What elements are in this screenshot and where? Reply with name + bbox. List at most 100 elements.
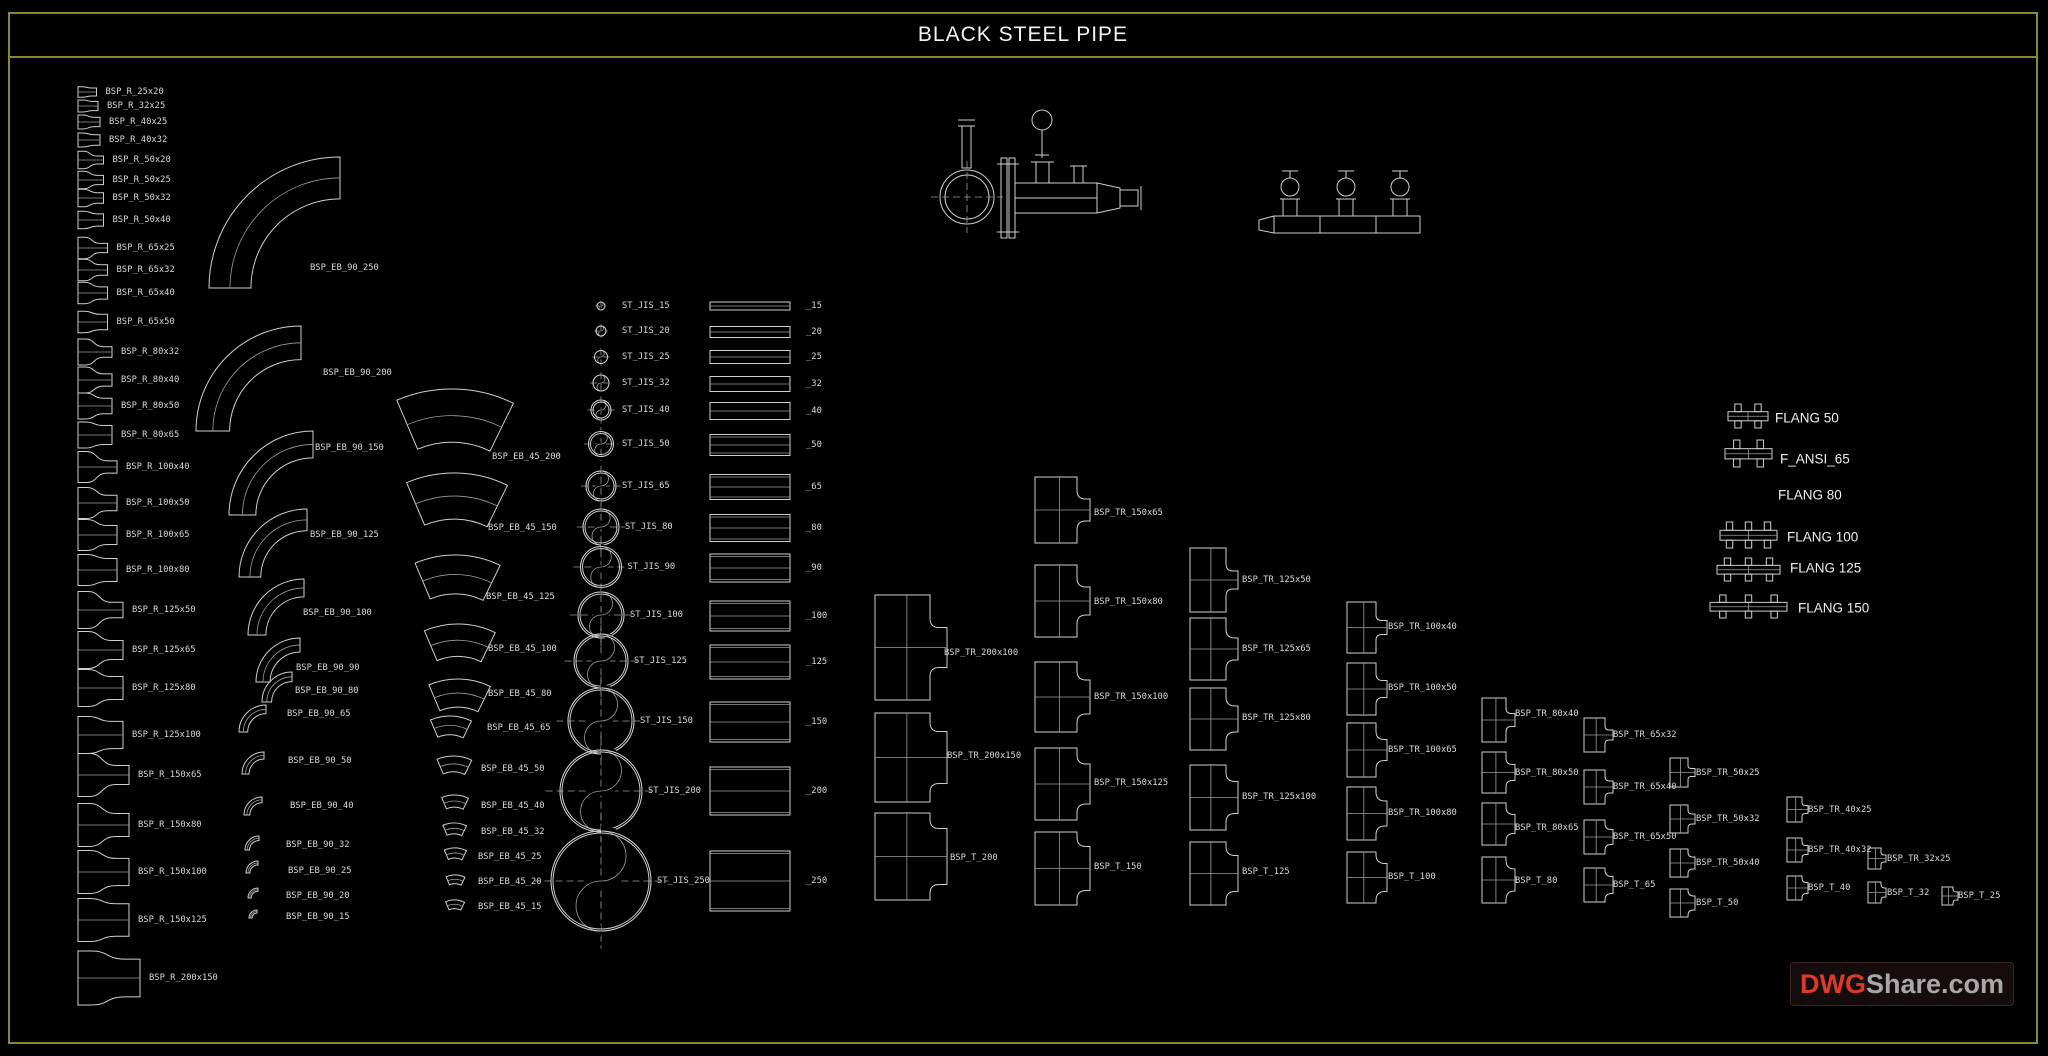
reducer-label: BSP_R_200x150	[149, 973, 218, 983]
flange-label: FLANG 125	[1790, 561, 1861, 576]
elbow45-label: BSP_EB_45_25	[478, 852, 542, 862]
elbow45-label: BSP_EB_45_100	[488, 644, 557, 654]
reducer-label: BSP_R_100x80	[126, 565, 190, 575]
assembly-2-part	[1280, 177, 1300, 197]
flange-bolt-bottom	[1725, 539, 1734, 549]
elbow45-shape	[441, 794, 470, 810]
pipe-label: _50	[806, 440, 822, 450]
section-label: ST_JIS_25	[622, 352, 670, 362]
flange-bolt-bottom	[1733, 458, 1741, 468]
flange-bolt-top	[1744, 557, 1753, 566]
elbow45-midline	[444, 828, 465, 832]
section-break-line	[598, 325, 604, 337]
elbow90-shape	[241, 751, 265, 775]
tee-label: BSP_TR_100x65	[1388, 745, 1457, 755]
reducer-label: BSP_R_50x20	[113, 155, 171, 165]
pipe-label: _65	[806, 482, 822, 492]
assembly-1-part	[1073, 165, 1084, 184]
reducer-shape	[77, 132, 101, 148]
flange-bolt-top	[1744, 521, 1753, 531]
flange-bolt-bottom	[1734, 420, 1742, 429]
tee-shape	[1481, 751, 1516, 794]
elbow90-shape	[238, 508, 308, 578]
tee-label: BSP_T_25	[1958, 891, 2000, 901]
assembly-2-part	[1273, 215, 1421, 234]
assembly-1-part	[1096, 182, 1121, 214]
reducer-shape	[77, 210, 104, 230]
elbow45-shape	[443, 847, 468, 861]
elbow45-label: BSP_EB_45_50	[481, 764, 545, 774]
elbow90-shape	[244, 835, 260, 851]
flange-bolt-top	[1756, 439, 1764, 450]
reducer-shape	[77, 669, 124, 707]
section-label: ST_JIS_15	[622, 301, 670, 311]
elbow45-midline	[422, 574, 492, 584]
elbow45-label: BSP_EB_45_40	[481, 801, 545, 811]
flange-label: FLANG 150	[1798, 601, 1869, 616]
section-break-line	[597, 350, 605, 364]
assembly-1-part	[961, 125, 972, 169]
elbow90-shape	[228, 430, 314, 516]
flange-bolt-top	[1725, 521, 1734, 531]
reducer-label: BSP_R_50x32	[113, 193, 171, 203]
flange-bolt-top	[1765, 557, 1774, 566]
flange-bolt-bottom	[1744, 610, 1753, 619]
tee-shape	[1786, 837, 1809, 863]
tee-shape	[1481, 802, 1516, 846]
tee-shape	[1481, 697, 1516, 743]
tee-shape	[874, 812, 948, 901]
reducer-label: BSP_R_80x32	[121, 347, 179, 357]
section-outer-circle	[585, 470, 617, 502]
pipe-label: _250	[806, 876, 827, 886]
tee-label: BSP_T_40	[1808, 883, 1850, 893]
assembly-1-part	[1031, 109, 1053, 131]
reducer-shape	[77, 86, 97, 98]
tee-shape	[1346, 851, 1388, 904]
section-label: ST_JIS_150	[640, 716, 693, 726]
reducer-label: BSP_R_150x80	[138, 820, 202, 830]
elbow45-label: BSP_EB_45_150	[488, 523, 557, 533]
flange-bolt-bottom	[1744, 539, 1753, 549]
flange-bolt-top	[1719, 594, 1727, 603]
reducer-label: BSP_R_100x50	[126, 498, 190, 508]
reducer-label: BSP_R_50x40	[113, 215, 171, 225]
section-break-line	[575, 830, 627, 932]
elbow90-shape	[195, 325, 302, 432]
flange-label: FLANG 50	[1775, 411, 1839, 426]
elbow45-shape	[436, 755, 473, 776]
tee-label: BSP_T_50	[1696, 898, 1738, 908]
tee-label: BSP_TR_125x80	[1242, 713, 1311, 723]
reducer-shape	[77, 236, 108, 260]
tee-shape	[1786, 875, 1809, 901]
reducer-label: BSP_R_65x40	[117, 288, 175, 298]
pipe-label: _80	[806, 523, 822, 533]
section-break-line	[596, 374, 606, 392]
elbow90-midline	[242, 444, 314, 516]
reducer-label: BSP_R_25x20	[106, 87, 164, 97]
flange-bolt-bottom	[1754, 420, 1762, 429]
elbow45-midline	[407, 415, 502, 428]
flange-bolt-bottom	[1723, 573, 1732, 582]
reducer-shape	[77, 451, 118, 483]
elbow45-shape	[414, 554, 501, 601]
reducer-shape	[77, 554, 118, 586]
flange-bolt-bottom	[1765, 573, 1774, 582]
assembly-2-part	[1336, 177, 1356, 197]
section-label: ST_JIS_32	[622, 378, 670, 388]
reducer-shape	[77, 114, 101, 130]
flange-label: F_ANSI_65	[1780, 452, 1850, 467]
flange-bolt-top	[1744, 594, 1753, 603]
tee-shape	[1346, 601, 1388, 654]
reducer-label: BSP_R_150x100	[138, 867, 207, 877]
tee-shape	[874, 594, 948, 701]
elbow90-midline	[249, 889, 259, 899]
flange-label: FLANG 100	[1787, 530, 1858, 545]
section-label: ST_JIS_65	[622, 481, 670, 491]
tee-label: BSP_TR_100x50	[1388, 683, 1457, 693]
tee-label: BSP_TR_125x100	[1242, 792, 1316, 802]
tee-label: BSP_T_80	[1515, 876, 1557, 886]
tee-shape	[1583, 867, 1614, 903]
elbow45-label: BSP_EB_45_15	[478, 902, 542, 912]
reducer-shape	[77, 950, 141, 1006]
tee-shape	[1481, 856, 1516, 904]
